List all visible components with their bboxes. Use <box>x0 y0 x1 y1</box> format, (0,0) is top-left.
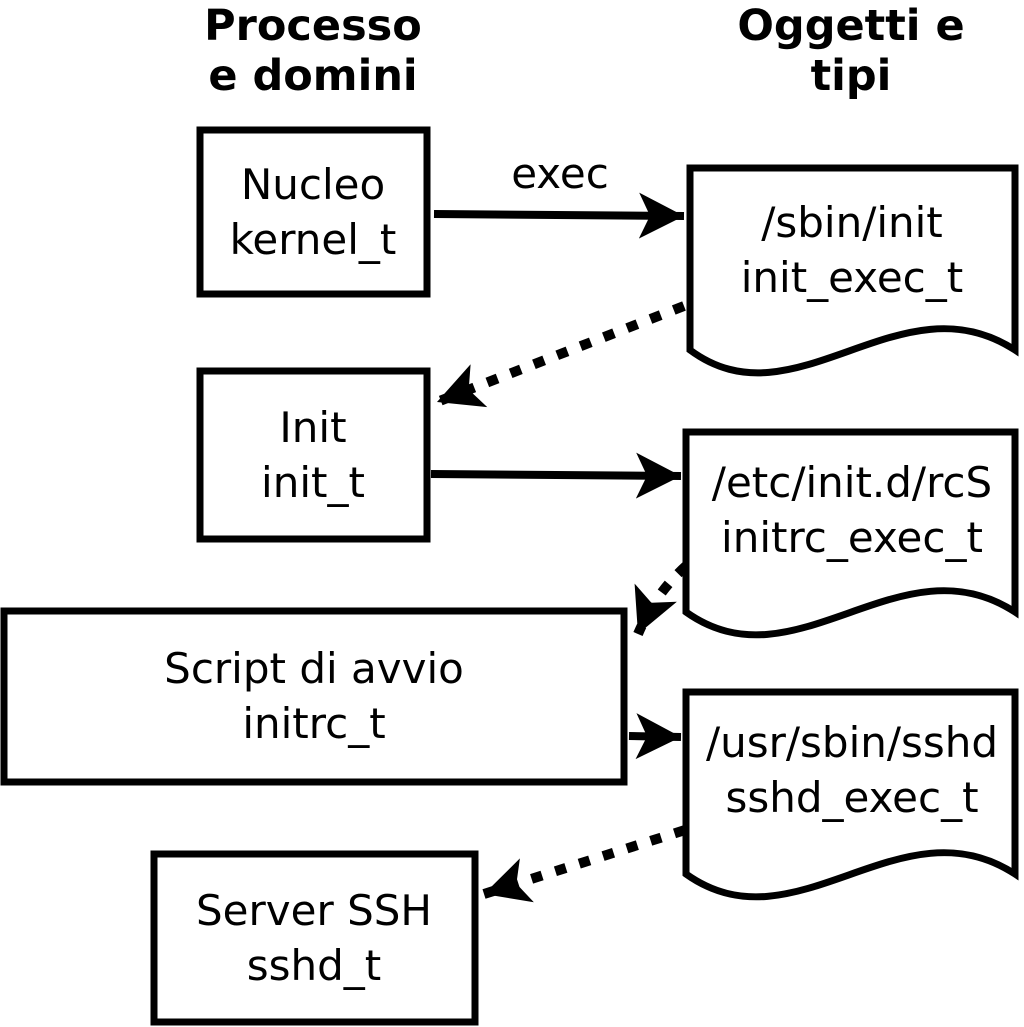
header-objects-line1: Oggetti e <box>737 1 964 51</box>
process-node-initrc: Script di avvio initrc_t <box>0 607 628 786</box>
process-node-sshd: Server SSH sshd_t <box>150 850 479 1026</box>
process-sshd-type: sshd_t <box>247 941 382 990</box>
process-initrc-name: Script di avvio <box>164 644 464 693</box>
column-header-objects: Oggetti e tipi <box>737 1 964 101</box>
object-initrc-exec-type: initrc_exec_t <box>721 513 983 562</box>
header-processes-line1: Processo <box>204 1 422 51</box>
header-objects-line2: tipi <box>811 51 892 101</box>
process-node-kernel: Nucleo kernel_t <box>196 126 431 298</box>
object-sshd-exec-path: /usr/sbin/sshd <box>706 718 998 767</box>
arrow-kernel-exec-init <box>433 192 685 239</box>
object-init-exec-type: init_exec_t <box>741 253 964 302</box>
process-init-type: init_t <box>261 458 365 507</box>
document-shape-init-exec <box>686 164 1019 377</box>
arrow-initrc-exec-sshd <box>628 713 682 760</box>
object-sshd-exec-type: sshd_exec_t <box>725 773 978 822</box>
header-processes-line2: e domini <box>208 51 417 101</box>
object-node-sshd-exec: /usr/sbin/sshd sshd_exec_t <box>682 688 1019 901</box>
exec-arrow-label: exec <box>511 149 609 198</box>
process-kernel-name: Nucleo <box>241 160 385 209</box>
process-kernel-type: kernel_t <box>230 215 397 264</box>
object-initrc-exec-path: /etc/init.d/rcS <box>712 458 992 507</box>
column-header-processes: Processo e domini <box>204 1 422 101</box>
process-box-init <box>196 367 431 543</box>
object-node-initrc-exec: /etc/init.d/rcS initrc_exec_t <box>682 428 1019 639</box>
arrow-transition-to-initrc <box>633 562 690 636</box>
process-box-kernel <box>196 126 431 298</box>
process-initrc-type: initrc_t <box>242 699 385 748</box>
object-init-exec-path: /sbin/init <box>761 198 943 247</box>
process-box-initrc <box>0 607 628 786</box>
process-init-name: Init <box>279 403 346 452</box>
arrow-init-exec-rcS <box>430 452 682 499</box>
document-shape-initrc-exec <box>682 428 1019 639</box>
process-box-sshd <box>150 850 479 1026</box>
process-sshd-name: Server SSH <box>196 886 432 935</box>
object-node-init-exec: /sbin/init init_exec_t <box>686 164 1019 377</box>
document-shape-sshd-exec <box>682 688 1019 901</box>
process-node-init: Init init_t <box>196 367 431 543</box>
arrow-transition-to-sshd <box>482 825 687 903</box>
arrow-transition-to-init <box>435 301 686 408</box>
